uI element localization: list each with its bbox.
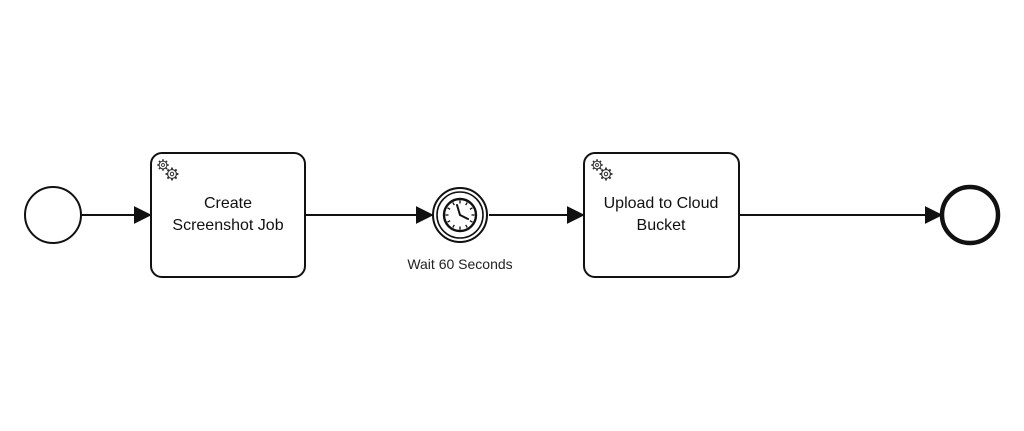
- task-label-upload-to-cloud-bucket: Upload to Cloud Bucket: [586, 193, 736, 237]
- gear-icon: [156, 158, 170, 172]
- task-label-line1: Upload to Cloud: [603, 195, 719, 212]
- end-event[interactable]: [939, 184, 1001, 246]
- clock-icon: [442, 197, 478, 233]
- gear-icon: [164, 166, 180, 182]
- task-upload-to-cloud-bucket[interactable]: [583, 152, 740, 278]
- gear-icon: [590, 158, 604, 172]
- task-label-line2: Screenshot Job: [172, 217, 284, 234]
- task-label-line2: Bucket: [636, 217, 686, 234]
- timer-event-label: Wait 60 Seconds: [407, 256, 513, 272]
- task-create-screenshot-job[interactable]: [150, 152, 306, 278]
- task-label-line1: Create: [203, 195, 253, 212]
- gear-icon: [598, 166, 614, 182]
- task-label-create-screenshot-job: Create Screenshot Job: [153, 193, 303, 237]
- timer-event-wait[interactable]: [432, 187, 488, 243]
- start-event[interactable]: [24, 186, 82, 244]
